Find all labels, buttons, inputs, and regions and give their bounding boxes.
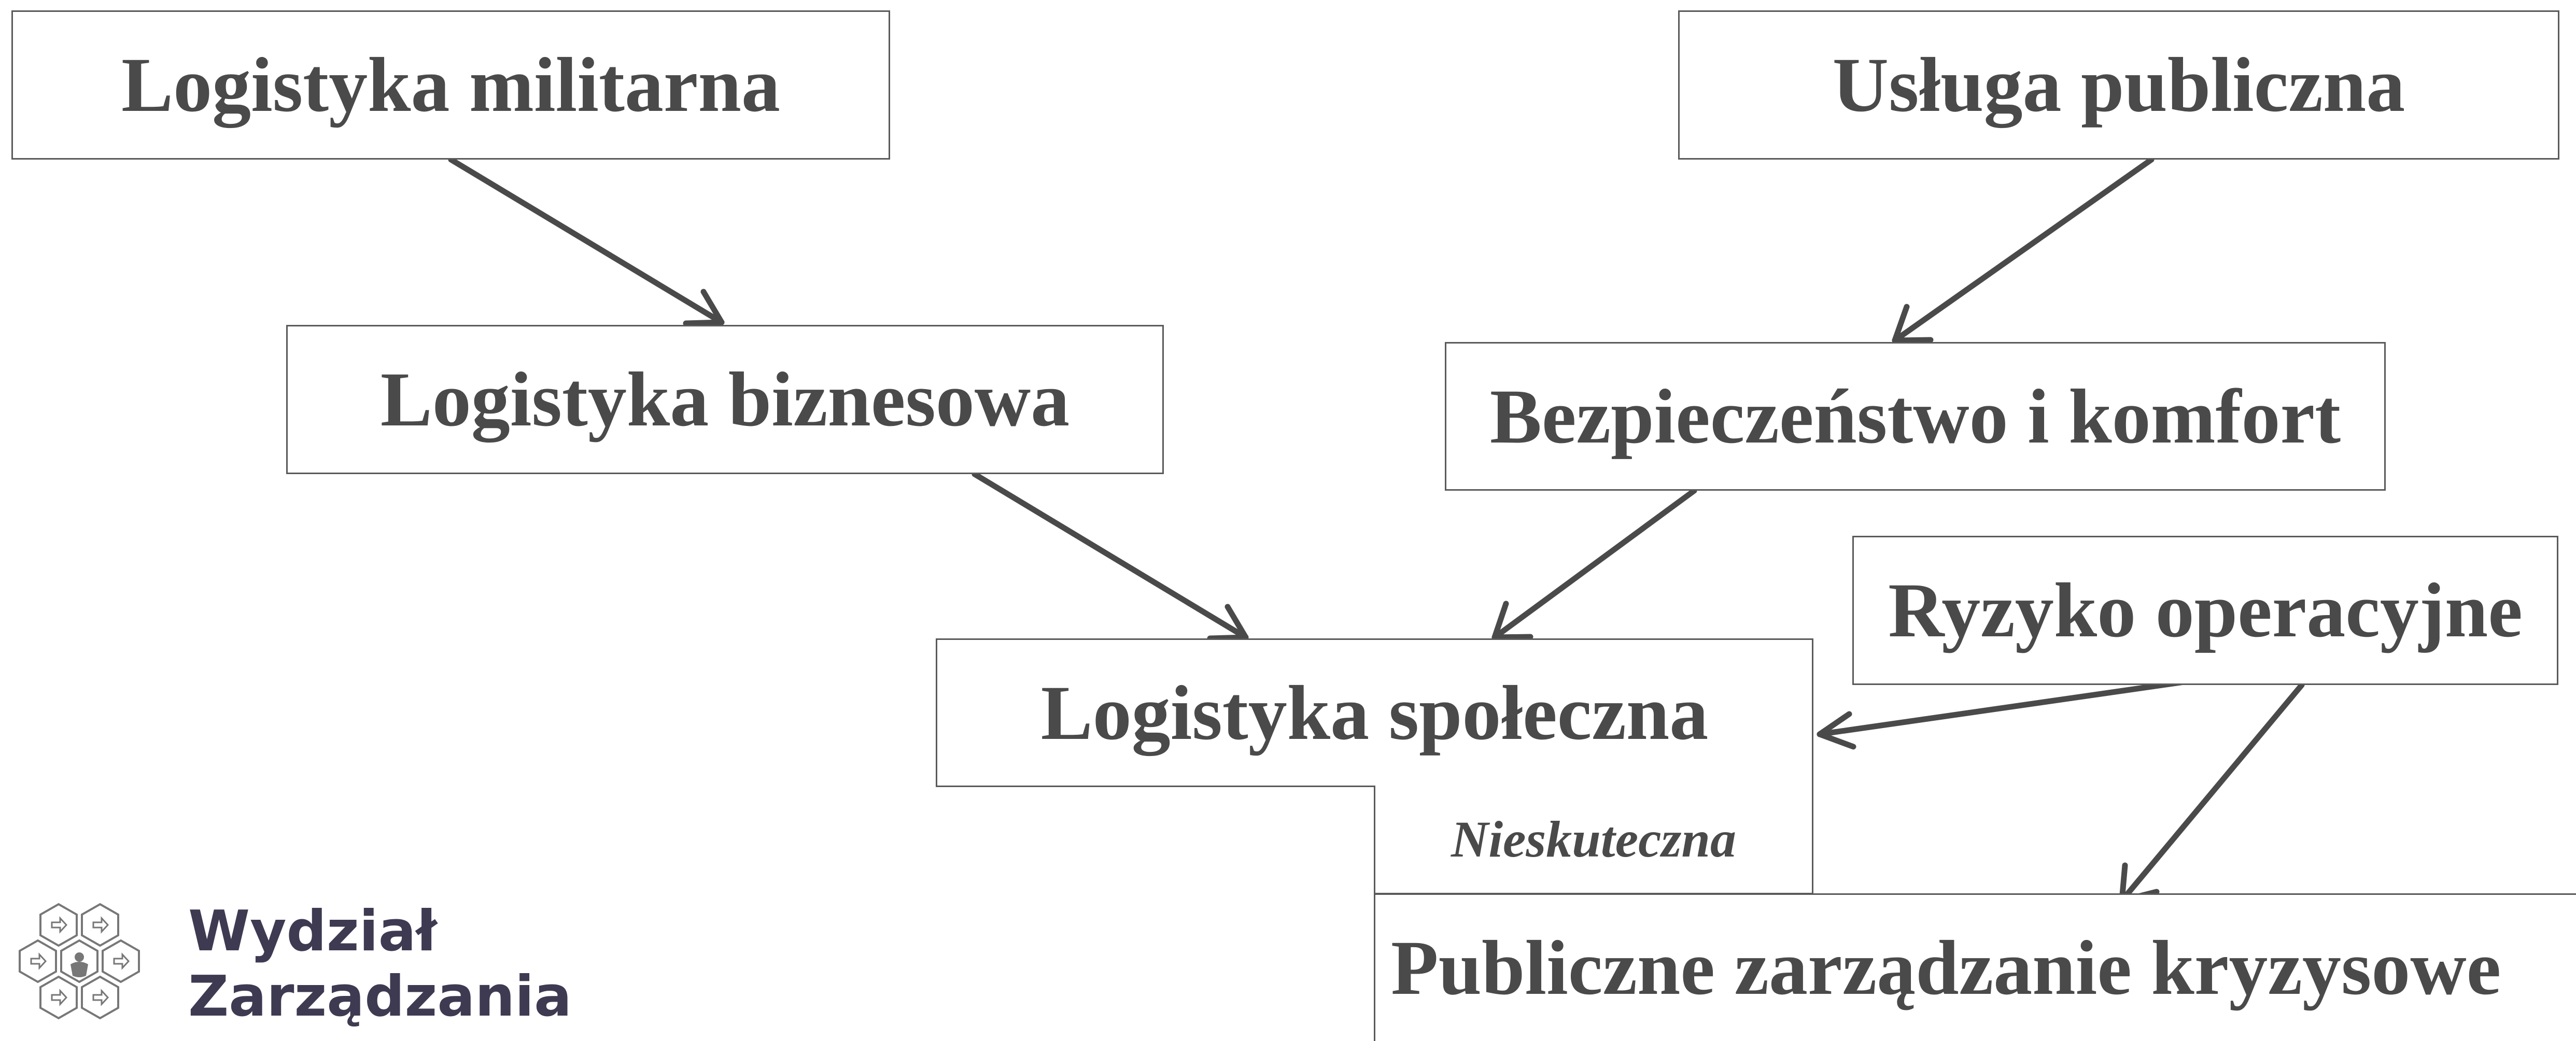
arrow-ryzyko-to-zarzadzanie — [2119, 682, 2305, 904]
node-nieskuteczna: Nieskuteczna — [1374, 786, 1813, 894]
arrow-biznesowa-to-spoleczna — [972, 471, 1249, 641]
node-usluga-publiczna-label: Usługa publiczna — [1832, 42, 2405, 128]
faculty-logo: Wydział Zarządzania — [9, 899, 580, 1039]
arrow-ryzyko-to-spoleczna — [1817, 676, 2209, 750]
logo-line-2: Zarządzania — [188, 964, 572, 1029]
node-logistyka-spoleczna: Logistyka społeczna — [936, 638, 1813, 787]
arrow-usluga-to-bezpieczenstwo — [1892, 156, 2155, 344]
hexagon-logo-icon — [19, 903, 140, 1020]
node-logistyka-spoleczna-label: Logistyka społeczna — [1040, 669, 1709, 756]
node-publiczne-zarzadzanie-kryzysowe: Publiczne zarządzanie kryzysowe — [1374, 893, 2576, 1041]
faculty-logo-text: Wydział Zarządzania — [188, 899, 572, 1030]
node-publiczne-zarzadzanie-kryzysowe-label: Publiczne zarządzanie kryzysowe — [1391, 925, 2501, 1011]
node-logistyka-biznesowa-label: Logistyka biznesowa — [380, 356, 1070, 443]
node-usluga-publiczna: Usługa publiczna — [1678, 10, 2559, 160]
node-bezpieczenstwo-i-komfort-label: Bezpieczeństwo i komfort — [1489, 373, 2341, 460]
arrow-bezpieczenstwo-to-spoleczna — [1491, 488, 1697, 640]
node-nieskuteczna-label: Nieskuteczna — [1451, 810, 1736, 868]
logo-line-1: Wydział — [188, 899, 437, 964]
node-logistyka-biznesowa: Logistyka biznesowa — [286, 325, 1164, 474]
node-bezpieczenstwo-i-komfort: Bezpieczeństwo i komfort — [1445, 342, 2386, 491]
node-ryzyko-operacyjne: Ryzyko operacyjne — [1852, 536, 2558, 685]
node-logistyka-militarna-label: Logistyka militarna — [121, 42, 780, 128]
arrow-militarna-to-biznesowa — [448, 156, 725, 326]
node-ryzyko-operacyjne-label: Ryzyko operacyjne — [1888, 567, 2523, 653]
node-logistyka-militarna: Logistyka militarna — [11, 10, 890, 160]
